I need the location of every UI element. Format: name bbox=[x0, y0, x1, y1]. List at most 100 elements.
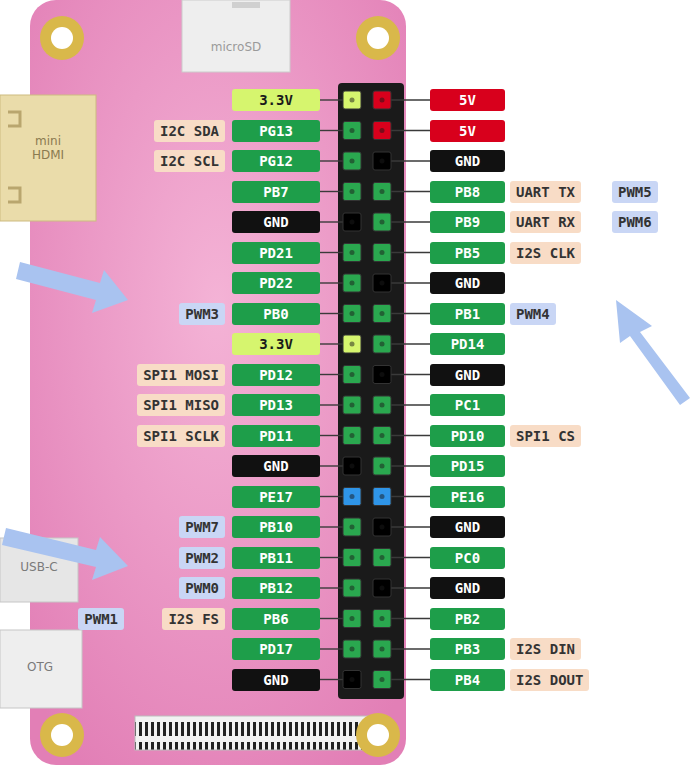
pin bbox=[343, 244, 361, 262]
pin-hole bbox=[350, 494, 355, 499]
pin-name-tag: PB0 bbox=[232, 303, 320, 325]
pin bbox=[343, 640, 361, 658]
pin-name-tag: PD11 bbox=[232, 425, 320, 447]
pin-name-tag: 3.3V bbox=[232, 333, 320, 355]
pin-name-tag: PB7 bbox=[232, 181, 320, 203]
pin-name-tag: PB3 bbox=[430, 638, 505, 660]
pin-function-tag: I2C SDA bbox=[154, 120, 225, 142]
pin-name-tag: PE16 bbox=[430, 486, 505, 508]
pin bbox=[373, 671, 391, 689]
pin-name-tag: GND bbox=[232, 669, 320, 691]
pin bbox=[373, 427, 391, 445]
pin-function-tag: SPI1 MOSI bbox=[137, 364, 225, 386]
pin-hole bbox=[380, 555, 385, 560]
pin bbox=[343, 183, 361, 201]
pin bbox=[373, 579, 391, 597]
pin bbox=[373, 122, 391, 140]
pin-name-tag: PD13 bbox=[232, 394, 320, 416]
pin-hole bbox=[380, 525, 385, 530]
pin-function-tag: PWM5 bbox=[612, 181, 658, 203]
pin-hole bbox=[350, 281, 355, 286]
pin-hole bbox=[380, 433, 385, 438]
pin-hole bbox=[380, 586, 385, 591]
pin-hole bbox=[350, 372, 355, 377]
pin-hole bbox=[350, 311, 355, 316]
pin bbox=[343, 579, 361, 597]
pin-name-tag: 5V bbox=[430, 120, 505, 142]
pin-hole bbox=[350, 159, 355, 164]
pin bbox=[373, 152, 391, 170]
pin-name-tag: PD21 bbox=[232, 242, 320, 264]
pin bbox=[343, 305, 361, 323]
pin-hole bbox=[380, 159, 385, 164]
pin-name-tag: PB2 bbox=[430, 608, 505, 630]
pin-function-tag: PWM3 bbox=[179, 303, 225, 325]
pin-hole bbox=[350, 647, 355, 652]
pin-hole bbox=[380, 647, 385, 652]
pin-hole bbox=[350, 128, 355, 133]
pin bbox=[373, 457, 391, 475]
pin-hole bbox=[380, 220, 385, 225]
pin-hole bbox=[350, 677, 355, 682]
pin bbox=[343, 91, 361, 109]
pin-name-tag: GND bbox=[232, 211, 320, 233]
pin bbox=[373, 305, 391, 323]
pin-hole bbox=[380, 311, 385, 316]
pin bbox=[343, 457, 361, 475]
pin bbox=[373, 366, 391, 384]
pin-header bbox=[338, 83, 404, 699]
pin-name-tag: PB11 bbox=[232, 547, 320, 569]
pin-name-tag: GND bbox=[430, 272, 505, 294]
pin-hole bbox=[350, 403, 355, 408]
pin bbox=[373, 183, 391, 201]
pin-hole bbox=[380, 128, 385, 133]
pin bbox=[373, 518, 391, 536]
pin bbox=[343, 335, 361, 353]
pin-hole bbox=[350, 220, 355, 225]
pin-hole bbox=[380, 616, 385, 621]
pin-hole bbox=[380, 281, 385, 286]
pin-name-tag: 5V bbox=[430, 89, 505, 111]
port-label: mini HDMI bbox=[18, 134, 78, 162]
pin-function-tag: I2C SCL bbox=[154, 150, 225, 172]
pin bbox=[343, 274, 361, 292]
mini-hdmi-port bbox=[0, 95, 96, 221]
pin-hole bbox=[380, 342, 385, 347]
pin-function-tag: I2S FS bbox=[162, 608, 225, 630]
pin-function-tag: UART TX bbox=[510, 181, 581, 203]
pin-hole bbox=[350, 555, 355, 560]
pin bbox=[343, 213, 361, 231]
pin-name-tag: PD17 bbox=[232, 638, 320, 660]
pin-function-tag: SPI1 MISO bbox=[137, 394, 225, 416]
pin bbox=[373, 213, 391, 231]
pin bbox=[343, 488, 361, 506]
pin-hole bbox=[380, 677, 385, 682]
pin bbox=[343, 396, 361, 414]
pin-name-tag: PC1 bbox=[430, 394, 505, 416]
pin-name-tag: PD15 bbox=[430, 455, 505, 477]
pin bbox=[343, 671, 361, 689]
pin-hole bbox=[350, 433, 355, 438]
pin-hole bbox=[350, 189, 355, 194]
pin-name-tag: PE17 bbox=[232, 486, 320, 508]
pin-hole bbox=[380, 250, 385, 255]
pin-name-tag: PG12 bbox=[232, 150, 320, 172]
pin bbox=[373, 396, 391, 414]
pin bbox=[373, 549, 391, 567]
pin-function-tag: PWM2 bbox=[179, 547, 225, 569]
pin bbox=[343, 122, 361, 140]
pin-function-tag: PWM0 bbox=[179, 577, 225, 599]
pin bbox=[373, 91, 391, 109]
pin-name-tag: PB8 bbox=[430, 181, 505, 203]
pin-name-tag: PG13 bbox=[232, 120, 320, 142]
pin-hole bbox=[380, 464, 385, 469]
pin bbox=[343, 549, 361, 567]
pin-name-tag: GND bbox=[430, 364, 505, 386]
ribbon-connector bbox=[135, 716, 371, 750]
header-pins bbox=[320, 91, 430, 689]
pin-hole bbox=[350, 586, 355, 591]
pin-name-tag: PD12 bbox=[232, 364, 320, 386]
pin bbox=[343, 152, 361, 170]
pin-hole bbox=[380, 403, 385, 408]
